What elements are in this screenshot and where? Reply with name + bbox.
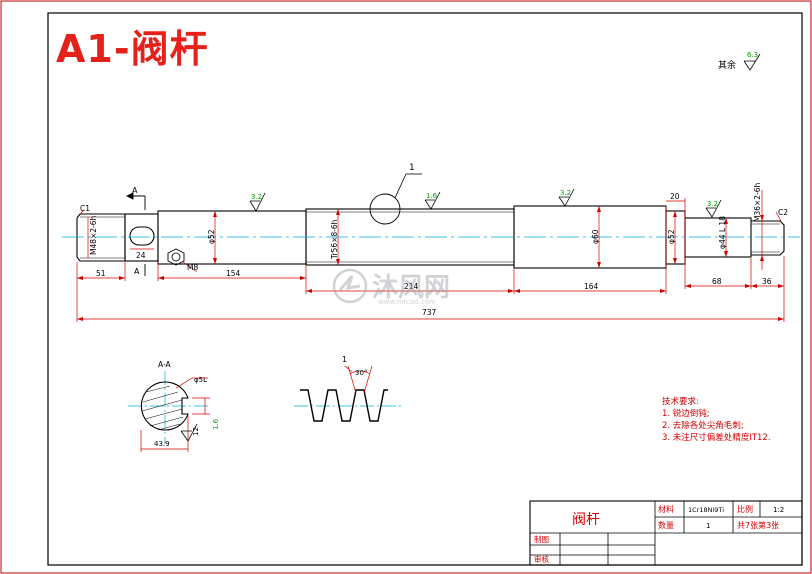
default-roughness-value: 6.3 (747, 51, 758, 59)
dim-thread-right: M36×2-6h (753, 182, 762, 222)
note-item: 3. 未注尺寸偏差处精度IT12. (662, 432, 771, 443)
scale-value: 1:2 (773, 506, 784, 514)
qty-value: 1 (706, 522, 710, 530)
dim-trap-thread: Tr56×8-6h (330, 219, 339, 260)
notes-heading: 技术要求: (662, 396, 699, 407)
thread-detail-callout: 1 (394, 163, 422, 199)
scale-label: 比例 (737, 504, 753, 514)
inner-frame (47, 12, 803, 566)
svg-text:1: 1 (409, 163, 415, 173)
technical-notes: 技术要求: 1. 锐边倒钝; 2. 去除各处尖角毛刺; 3. 未注尺寸偏差处精度… (662, 396, 771, 443)
dim-chamfer-right: C2 (778, 208, 788, 217)
dim-len51: 51 (96, 269, 106, 278)
section-dim-diameter: φ5L (194, 376, 207, 384)
note-item: 1. 锐边倒钝; (662, 408, 710, 419)
watermark: 沐风网 www.mfcad.com (332, 268, 450, 306)
roughness-value: 3.2 (251, 193, 262, 201)
shaft-roughness-symbols (249, 188, 722, 218)
section-a-a: A-A 43.9 φ5L 12 1.6 (128, 360, 220, 452)
dimension-arrows (77, 206, 784, 321)
dim-m8: M8 (187, 263, 198, 272)
shaft-main-view (76, 193, 785, 269)
section-dim-key: 12 (192, 427, 200, 436)
dim-d44: φ44 L 18 (718, 216, 727, 249)
title-block (529, 500, 803, 566)
thread-angle: 30° (355, 369, 367, 377)
note-item: 2. 去除各处尖角毛刺; (662, 420, 744, 431)
thread-detail: 1 30° (294, 355, 402, 422)
watermark-url: www.mfcad.com (378, 298, 436, 306)
part-name: 阀杆 (572, 512, 600, 528)
dim-len24: 24 (136, 251, 146, 260)
sheet-info: 共7张第3张 (737, 520, 779, 530)
section-marker: A A (125, 186, 146, 276)
checked-label: 审核 (534, 554, 549, 564)
dim-thread-left: M48×2-6h (89, 215, 98, 255)
default-roughness: 其余 6.3 (718, 51, 761, 71)
dim-len214: 214 (404, 282, 419, 291)
dim-d52-b: φ52 (667, 229, 676, 244)
sheet-title: A1-阀杆 (56, 27, 209, 71)
section-roughness-value: 1.6 (212, 418, 220, 430)
material-value: 1Cr18Ni9Ti (688, 506, 724, 514)
section-dim-width: 43.9 (154, 440, 170, 448)
thread-detail-label: 1 (342, 355, 347, 364)
qty-label: 数量 (658, 520, 674, 530)
dim-len20: 20 (670, 192, 680, 201)
dim-total: 737 (422, 308, 437, 317)
dim-len68: 68 (712, 277, 722, 286)
roughness-value: 3.2 (707, 200, 718, 208)
dim-d60: φ60 (591, 229, 600, 244)
default-roughness-note: 其余 (718, 59, 736, 71)
dim-chamfer-left: C1 (80, 204, 90, 213)
roughness-value: 1.6 (426, 192, 438, 200)
dim-len164: 164 (584, 282, 599, 291)
dim-d52-a: φ52 (207, 229, 216, 244)
drawn-label: 制图 (534, 534, 549, 544)
roughness-value: 3.2 (560, 189, 571, 197)
dim-len36: 36 (762, 277, 772, 286)
svg-text:A: A (134, 267, 140, 276)
dim-len154: 154 (226, 269, 241, 278)
material-label: 材料 (658, 504, 674, 514)
svg-text:A: A (132, 186, 138, 195)
section-title: A-A (158, 360, 172, 369)
watermark-brand: 沐风网 (372, 273, 450, 303)
